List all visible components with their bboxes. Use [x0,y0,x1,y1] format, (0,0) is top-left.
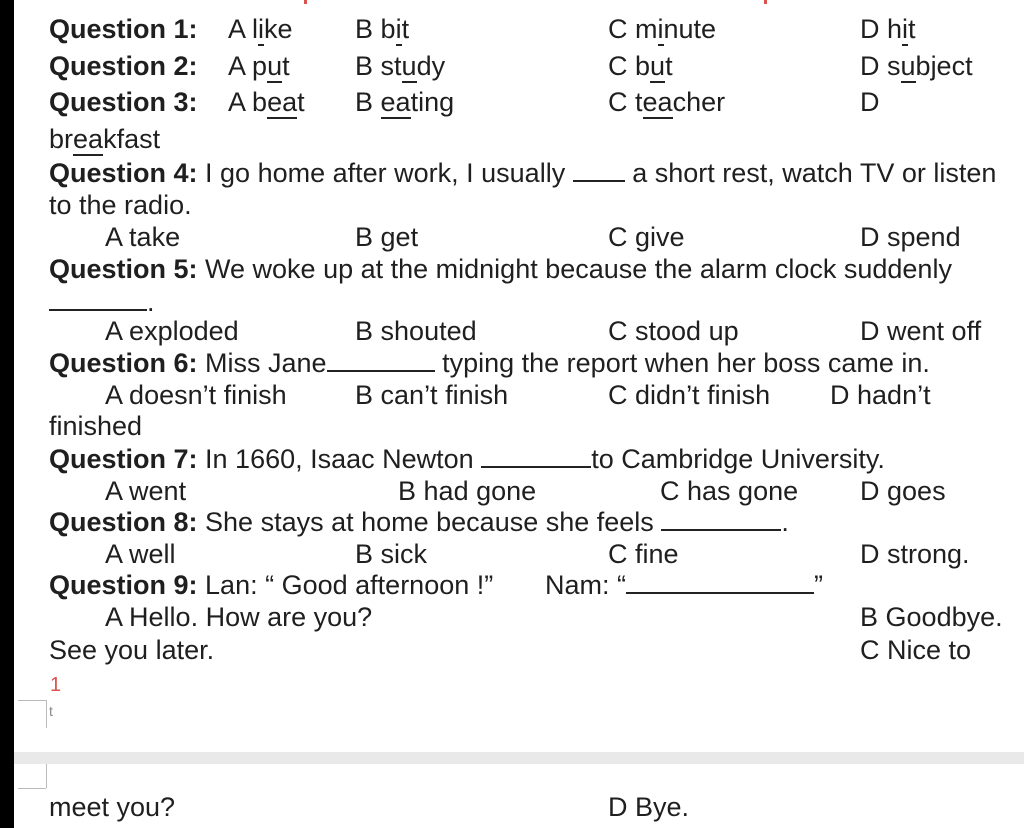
question-8: Question 8: She stays at home because sh… [49,507,789,537]
q2-option-b: B study [355,51,446,83]
q8-option-c: C fine [608,539,679,569]
question-3: Question 3: [49,87,198,117]
q2-option-c: C but [608,51,673,83]
q1-option-d: D hit [860,14,916,46]
small-t-mark: t [49,703,53,719]
margin-line [46,700,47,728]
answer-blank [326,370,435,372]
margin-line [18,788,46,789]
q2-option-a: A put [228,51,290,83]
q5-option-c: C stood up [608,316,739,346]
q5-option-b: B shouted [355,316,477,346]
q7-option-b: B had gone [398,476,537,506]
answer-blank [481,466,592,468]
question-label: Question 1: [49,14,198,44]
q5-blank-line: . [49,287,155,317]
q8-option-a: A well [105,539,176,569]
q6-option-a: A doesn’t finish [105,380,287,410]
q1-option-c: C minute [608,14,717,46]
q9-option-c-continued: meet you? [49,792,176,822]
q3-option-d-word: breakfast [49,124,161,156]
answer-blank [49,309,147,311]
q9-option-a: A Hello. How are you? [105,602,373,632]
q9-option-b-continued: See you later. [49,635,215,665]
answer-blank [626,592,815,594]
q3-option-a: A beat [228,87,305,119]
q2-option-d: D subject [860,51,973,83]
q4-option-b: B get [355,222,419,252]
q6-option-d-continued: finished [49,411,143,441]
q9-option-d: D Bye. [608,792,690,822]
question-7: Question 7: In 1660, Isaac Newton to Cam… [49,444,885,474]
q7-option-d: D goes [860,476,946,506]
question-5: Question 5: We woke up at the midnight b… [49,254,952,284]
q8-option-d: D strong. [860,539,970,569]
question-4: Question 4: I go home after work, I usua… [49,158,997,188]
q5-option-d: D went off [860,316,982,346]
worksheet-page-1 [14,0,1024,752]
worksheet-page-2 [14,764,1024,828]
q9-option-b: B Goodbye. [860,602,1003,632]
question-9: Question 9: Lan: “ Good afternoon !” [49,570,494,600]
q4-option-c: C give [608,222,685,252]
q9-nam-line: Nam: “” [545,570,824,600]
margin-line [18,700,46,701]
margin-line [46,764,47,788]
q3-option-d-letter: D [860,87,880,117]
q4-option-a: A take [105,222,181,252]
q5-option-a: A exploded [105,316,239,346]
question-1: Question 1: [49,14,198,44]
question-2: Question 2: [49,51,198,81]
q6-option-c: C didn’t finish [608,380,771,410]
q6-option-d: D hadn’t [830,380,931,410]
red-dot-mark [764,0,767,4]
q7-option-a: A went [105,476,187,506]
q9-option-c: C Nice to [860,635,972,665]
red-page-number: 1 [50,674,62,696]
q1-option-b: B bit [355,14,410,46]
q4-option-d: D spend [860,222,961,252]
page-gap [14,752,1024,764]
red-dot-mark [304,0,307,4]
q6-option-b: B can’t finish [355,380,509,410]
q4-text-continued: to the radio. [49,190,192,220]
q8-option-b: B sick [355,539,428,569]
q7-option-c: C has gone [660,476,799,506]
answer-blank [572,180,625,182]
q3-option-c: C teacher [608,87,726,119]
answer-blank [661,529,782,531]
q3-option-b: B eating [355,87,455,119]
question-6: Question 6: Miss Jane typing the report … [49,348,930,378]
q1-option-a: A like [228,14,293,46]
